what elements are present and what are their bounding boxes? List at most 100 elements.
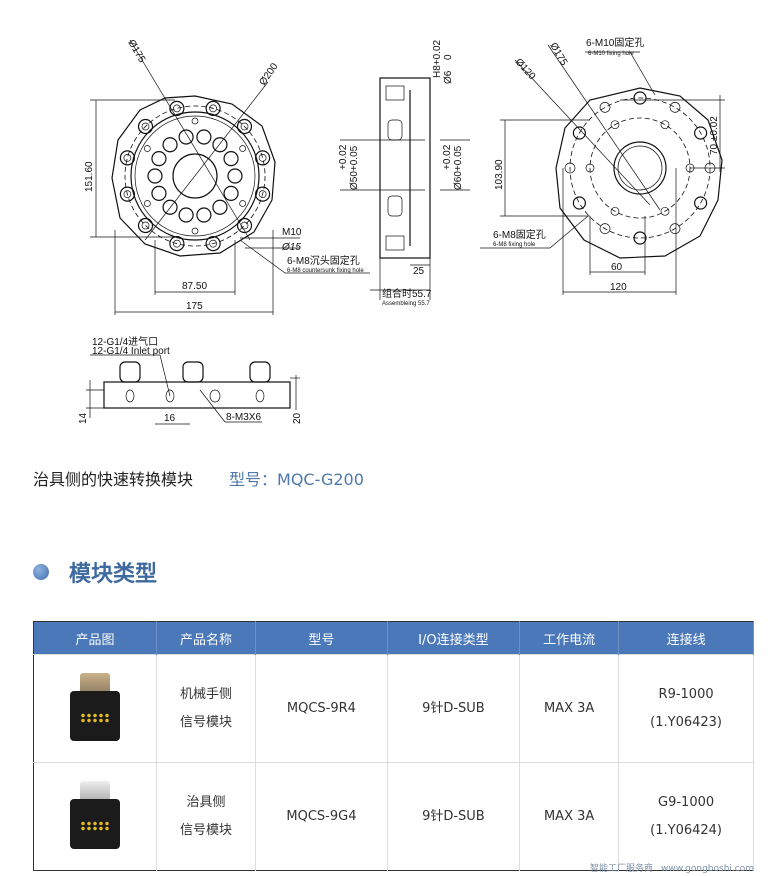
io-cell: 9针D-SUB [387,762,521,871]
dim-back-d175: Ø175 [547,41,569,68]
dim-60: 60 [611,262,623,273]
hole [240,122,249,131]
current-cell: MAX 3A [519,762,620,871]
dim-h8: H8+0.02 [432,39,443,78]
io-cell: 9针D-SUB [387,654,521,763]
caption-title: 治具侧的快速转换模块 [33,470,194,489]
hole [162,199,178,215]
current-cell: MAX 3A [519,654,620,763]
dim-87: 87.50 [182,281,207,292]
cable-line2: (1.Y06424) [650,822,722,838]
hole [223,185,239,201]
hole [147,168,163,184]
hole [694,196,708,210]
hole [660,206,670,216]
hole [669,223,681,234]
hole [196,207,212,223]
hole [255,150,271,166]
col-name: 产品名称 [156,621,257,655]
image-cell [33,762,157,871]
dim-d200: Ø200 [257,61,280,88]
module-table: 产品图 产品名称 型号 I/O连接类型 工作电流 连接线 机械手侧信号模块 MQ… [33,621,754,871]
label-hole-cn: 6-M8沉头固定孔 [287,254,360,267]
hole [585,163,595,173]
dim-d50a: +0.02 [338,144,349,170]
product-name-line2: 信号模块 [180,714,233,730]
hole [191,227,199,235]
section-title: 模块类型 [69,562,158,587]
cable-line1: G9-1000 [658,794,715,810]
hole [151,151,167,167]
hole [209,239,217,248]
back-view: 6-M10固定孔 6-M10 fixing hole Ø175 Ø120 103… [480,36,725,295]
bottom-view: 12-G1/4进气口 12-G1/4 Inlet port 14 16 8-M3… [78,335,303,425]
col-cable: 连接线 [618,621,754,655]
cable-line1: R9-1000 [658,686,714,702]
label-m8-cn: 6-M8固定孔 [493,228,546,241]
label-m3: 8-M3X6 [226,412,261,423]
product-name-line1: 治具侧 [186,794,226,810]
hole [599,102,611,113]
hole [227,168,243,184]
hole [212,199,228,215]
label-port-cn: 12-G1/4进气口 [92,335,158,348]
label-m10-cn: 6-M10固定孔 [586,36,644,49]
image-cell [33,654,157,763]
label-m8-en: 6-M8 fixing hole [493,242,536,248]
dim-103: 103.90 [494,159,505,190]
name-cell: 机械手侧信号模块 [156,654,257,763]
hole [239,200,246,207]
dim-back-d120: Ø120 [513,57,538,83]
hole [173,104,181,113]
dim-assy-cn: 组合时55.7 [382,287,432,300]
hole [141,221,150,230]
col-current: 工作电流 [519,621,620,655]
dim-d60: Ø60+0.05 [453,145,464,190]
hole [610,120,620,130]
dim-h8b: 0 [443,54,454,60]
dim-assy-en: Assembleing 55.7 [382,301,430,307]
hole [258,190,267,198]
hole [144,145,151,152]
dim-70: 70 ±0.02 [709,116,720,155]
section-header: 模块类型 [33,556,157,588]
product-name-line2: 信号模块 [180,822,233,838]
dim-d175: Ø175 [125,38,147,65]
dim-d60a: +0.02 [442,144,453,170]
hole [236,217,253,234]
cable-cell: G9-1000 (1.Y06424) [618,762,754,871]
label-d15: Ø15 [281,242,301,253]
front-view: Ø175 Ø200 151.60 87.50 175 M10 Ø15 6-M8沉… [84,38,370,315]
col-model: 型号 [255,621,388,655]
label-m10: M10 [282,227,302,238]
col-image: 产品图 [33,621,157,655]
hole [141,122,150,131]
hole [196,129,212,145]
dim-175: 175 [186,301,203,312]
table-row: 治具侧信号模块 MQCS-9G4 9针D-SUB MAX 3A G9-1000(… [33,762,754,871]
table-row: 机械手侧信号模块 MQCS-9R4 9针D-SUB MAX 3A R9-1000… [33,654,754,763]
hole [572,196,586,210]
hole [137,217,154,234]
model-cell: MQCS-9R4 [255,654,388,763]
technical-drawing: Ø175 Ø200 151.60 87.50 175 M10 Ø15 6-M8沉… [78,36,725,425]
table-header: 产品图 产品名称 型号 I/O连接类型 工作电流 连接线 [33,621,754,655]
col-io: I/O连接类型 [387,621,521,655]
hole [178,129,194,145]
hole [191,117,199,125]
caption-model: 型号：MQC-G200 [229,470,364,489]
hole [212,137,228,153]
hole [633,91,647,105]
dim-d50: Ø50+0.05 [349,145,360,190]
product-name-line1: 机械手侧 [180,686,233,702]
dim-120: 120 [610,282,627,293]
hole [119,150,135,166]
hole [205,236,221,252]
hole [169,100,185,116]
label-m10-en: 6-M10 fixing hole [588,51,634,57]
hole [144,200,151,207]
hole [599,223,611,234]
cable-cell: R9-1000(1.Y06423) [618,654,754,763]
side-view: H8+0.02 0 Ø6 +0.02 Ø50+0.05 +0.02 Ø60+0.… [338,39,470,307]
